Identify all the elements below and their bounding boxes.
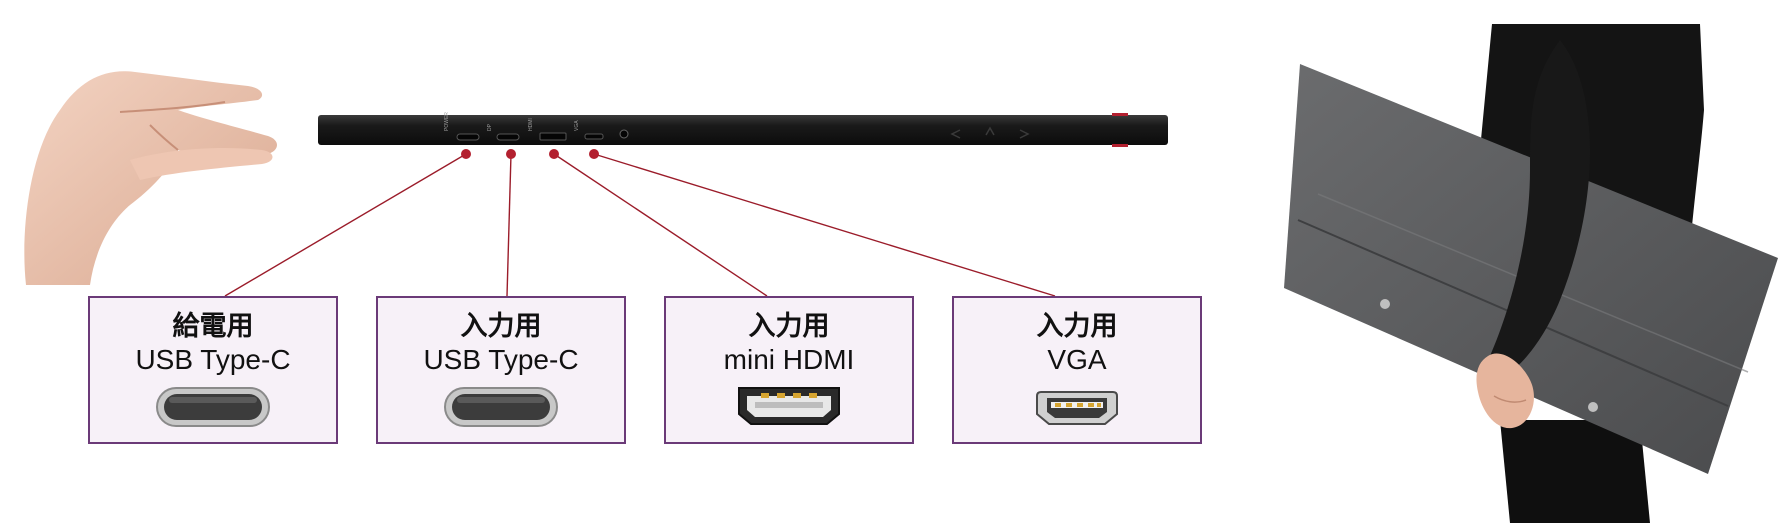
device-label-vga: VGA	[574, 120, 580, 131]
callout-dot-hdmi	[549, 149, 559, 159]
dp-port	[496, 133, 520, 141]
audio-jack	[619, 129, 629, 139]
monitor-side-profile: POWER DP HDMI VGA	[318, 112, 1168, 147]
callout-lines	[224, 149, 1056, 297]
port-box-input-vga: 入力用 VGA	[952, 296, 1202, 444]
device-label-hdmi: HDMI	[528, 118, 534, 131]
usb-c-port-icon	[156, 387, 270, 427]
usb-c-port-icon	[444, 387, 558, 427]
micro-usb-port-icon	[1036, 391, 1118, 425]
port-role: 入力用	[748, 311, 830, 342]
power-port	[456, 133, 480, 141]
port-box-power-usb-c: 給電用 USB Type-C	[88, 296, 338, 444]
button-left-icon	[950, 129, 961, 139]
port-type: USB Type-C	[423, 344, 579, 375]
callout-dot-vga	[589, 149, 599, 159]
button-up-icon	[985, 126, 995, 136]
port-role: 給電用	[172, 311, 254, 342]
callout-dot-power	[461, 149, 471, 159]
cover-magnet-dot	[1588, 402, 1598, 412]
vga-port	[584, 133, 604, 140]
device-label-power: POWER	[444, 112, 450, 131]
callout-dot-dp	[506, 149, 516, 159]
hand-photo	[24, 71, 277, 285]
port-type: USB Type-C	[135, 344, 291, 375]
port-box-input-usb-c: 入力用 USB Type-C	[376, 296, 626, 444]
device-label-dp: DP	[487, 123, 493, 131]
cover-magnet-dot	[1380, 299, 1390, 309]
hdmi-port	[539, 132, 567, 141]
mini-hdmi-port-icon	[738, 387, 840, 425]
port-role: 入力用	[460, 311, 542, 342]
button-right-icon	[1019, 129, 1030, 139]
port-role: 入力用	[1036, 311, 1118, 342]
port-type: mini HDMI	[723, 344, 855, 375]
port-box-input-mini-hdmi: 入力用 mini HDMI	[664, 296, 914, 444]
port-type: VGA	[1047, 344, 1107, 375]
